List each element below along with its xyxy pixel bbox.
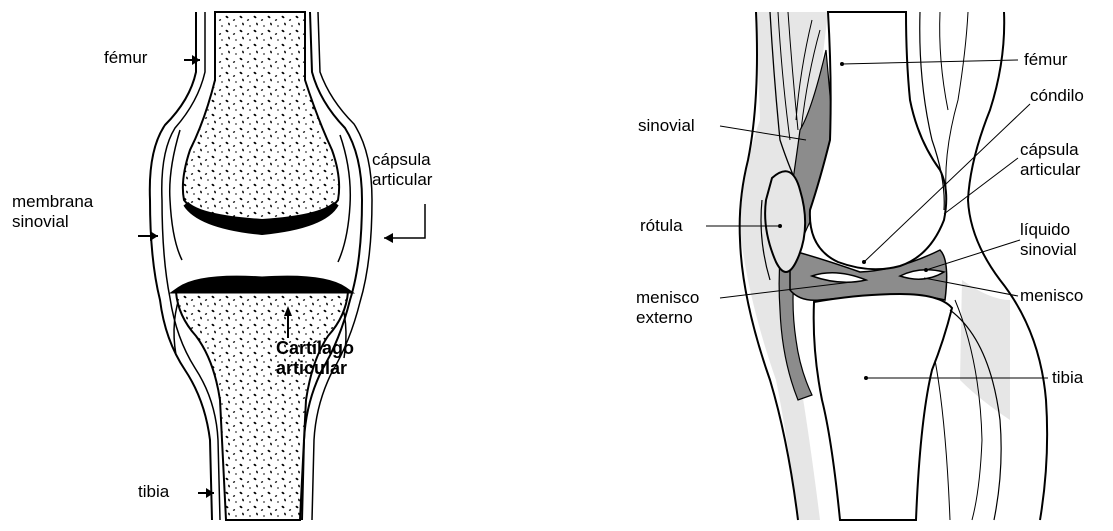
femur-bone-right [810,12,946,269]
synovial-fold-right [338,135,350,262]
posterior-soft-tissue [960,280,1010,420]
capsule-outline-left [150,12,212,520]
label-liquido-sinovial: líquido sinovial [1020,220,1077,260]
synovial-joint-diagram [138,12,425,520]
knee-section-diagram [706,12,1048,520]
tibia-cartilage [180,279,344,290]
label-tibia-left: tibia [138,482,169,502]
label-condilo: cóndilo [1030,86,1084,106]
label-sinovial: sinovial [638,116,695,136]
label-rotula: rótula [640,216,683,236]
label-membrana-sinovial: membrana sinovial [12,192,93,232]
label-menisco-externo: menisco externo [636,288,699,328]
tibia-bone-right [814,294,952,520]
pointer-capsula [384,204,425,238]
label-cartilago-articular: Cartílago articular [276,338,354,378]
label-capsula-articular-left: cápsula articular [372,150,432,190]
label-femur-left: fémur [104,48,147,68]
label-menisco: menisco [1020,286,1083,306]
capsule-inner-right [312,12,372,520]
synovial-fold-left [170,130,182,260]
label-tibia-right: tibia [1052,368,1083,388]
leader-capsula [944,158,1018,214]
tibia-bone-left [176,280,348,520]
femur-bone-left [183,12,339,226]
label-capsula-articular-right: cápsula articular [1020,140,1080,180]
capsule-outline-right [302,12,362,520]
label-femur-right: fémur [1024,50,1067,70]
